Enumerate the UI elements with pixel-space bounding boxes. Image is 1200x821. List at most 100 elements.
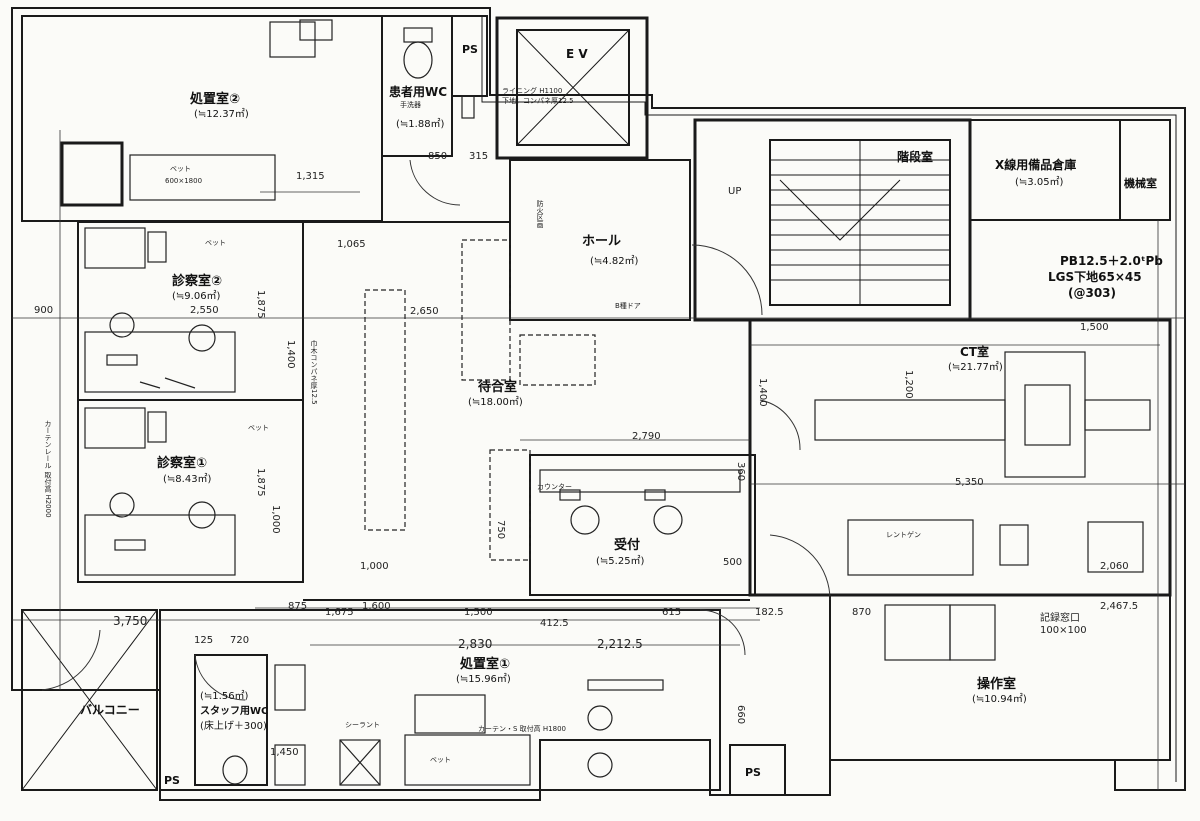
bed-label-exam2: ベット xyxy=(205,239,226,247)
dim-2467: 2,467.5 xyxy=(1100,601,1139,612)
room-reception-name: 受付 xyxy=(614,538,641,553)
lining-note: ライニング H1100 xyxy=(502,87,563,95)
pb-note-line2: LGS下地65×45 xyxy=(1048,270,1142,284)
dim-1400: 1,400 xyxy=(757,378,768,407)
room-ps-top-name: PS xyxy=(462,43,478,56)
dim-1450: 1,450 xyxy=(270,747,299,758)
dim-2550: 2,550 xyxy=(190,305,219,316)
room-exam2-name: 診察室② xyxy=(172,274,223,289)
room-treatment2-area: (≒12.37㎡) xyxy=(194,109,249,120)
dim-1000: 1,000 xyxy=(270,505,281,534)
dim-660: 660 xyxy=(735,705,746,725)
dim-412: 412.5 xyxy=(540,618,569,629)
dim-1065: 1,065 xyxy=(337,239,366,250)
bed-label-exam1: ベット xyxy=(248,424,269,432)
wall-machine xyxy=(1119,119,1171,221)
room-exam1-area: (≒8.43㎡) xyxy=(163,474,212,485)
stairs-up-label: UP xyxy=(728,186,742,197)
wall-ev-inner xyxy=(516,29,630,146)
dim-1315: 1,315 xyxy=(296,171,325,182)
wall-ev xyxy=(495,16,649,160)
wall-treatment1 xyxy=(159,609,721,791)
balcony-cross xyxy=(21,609,158,791)
ev-cross xyxy=(516,29,630,146)
dim-2790: 2,790 xyxy=(632,431,661,442)
room-staff-wc-note: (床上げ＋300) xyxy=(200,721,267,732)
partition-label: B種ドア xyxy=(615,302,641,310)
room-control-area: (≒10.94㎡) xyxy=(972,694,1027,705)
room-ps-bottom-name: PS xyxy=(745,766,761,779)
dim-1675: 1,675 xyxy=(325,607,354,618)
dim-3750: 3,750 xyxy=(113,614,148,628)
room-patient-wc-name: 患者用WC xyxy=(389,85,448,99)
room-ev-name: E V xyxy=(566,47,588,61)
dim-1200: 1,200 xyxy=(903,370,914,399)
dim-1500: 1,500 xyxy=(1080,322,1109,333)
wall-balcony xyxy=(21,609,158,791)
dim-1500b: 1,500 xyxy=(464,607,493,618)
bed-label-treatment1: ベット xyxy=(430,756,451,764)
wall-control xyxy=(829,594,1171,761)
bed-size-treatment2: 600×1800 xyxy=(165,177,203,185)
room-reception-area: (≒5.25㎡) xyxy=(596,556,645,567)
room-waiting-name: 待合室 xyxy=(478,380,518,395)
room-treatment2-name: 処置室② xyxy=(190,92,241,107)
room-ps-bottom-left-name: PS xyxy=(164,774,180,787)
pb-note-line3: (@303) xyxy=(1068,286,1117,300)
lining-sub-note: 下地：コンパネ厚12.5 xyxy=(502,97,574,105)
ct-device-label: レントゲン xyxy=(886,531,921,539)
dim-720: 720 xyxy=(230,635,250,646)
sink-note: 手洗器 xyxy=(400,101,421,109)
pb-note-line1: PB12.5＋2.0ᵗPb xyxy=(1060,254,1163,268)
wall-vertical-note: 巾木コンパネ厚12.5 xyxy=(310,340,318,405)
dim-1000b: 1,000 xyxy=(360,561,389,572)
wall-staff-wc xyxy=(194,654,268,786)
curtain-note: カーテン・S 取付高 H1800 xyxy=(478,725,566,733)
dim-1875a: 1,875 xyxy=(255,290,266,319)
record-window-size: 100×100 xyxy=(1040,625,1087,636)
room-ct-area: (≒21.77㎡) xyxy=(948,362,1003,373)
bed-label-treatment2: ベット xyxy=(170,165,191,173)
room-staff-wc-area: (≒1.56㎡) xyxy=(200,691,249,702)
room-balcony-name: バルコニー xyxy=(80,703,140,717)
room-treatment1-area: (≒15.96㎡) xyxy=(456,674,511,685)
room-patient-wc-area: (≒1.88㎡) xyxy=(396,119,445,130)
dim-500: 500 xyxy=(723,557,743,568)
dim-182: 182.5 xyxy=(755,607,784,618)
room-control-name: 操作室 xyxy=(977,677,1017,692)
wall-exam1 xyxy=(77,399,304,583)
room-waiting-area: (≒18.00㎡) xyxy=(468,397,523,408)
wall-ps-bottom xyxy=(729,744,786,796)
room-exam1-name: 診察室① xyxy=(157,456,208,471)
record-window-label: 記録窓口 xyxy=(1040,613,1080,624)
dim-2212: 2,212.5 xyxy=(597,637,643,651)
wall-waiting xyxy=(303,221,750,601)
dim-5350: 5,350 xyxy=(955,477,984,488)
dim-615: 615 xyxy=(662,607,682,618)
dim-315: 315 xyxy=(469,151,489,162)
dim-1875b: 1,875 xyxy=(255,468,266,497)
dim-360: 360 xyxy=(735,462,746,482)
room-stairs-name: 階段室 xyxy=(897,150,934,164)
room-xray-storage-name: X線用備品倉庫 xyxy=(995,158,1077,172)
dim-850: 850 xyxy=(428,151,448,162)
dim-1400b: 1,400 xyxy=(285,340,296,369)
dim-750: 750 xyxy=(495,520,506,540)
room-hall-area: (≒4.82㎡) xyxy=(590,256,639,267)
dim-900: 900 xyxy=(34,305,54,316)
dim-1600: 1,600 xyxy=(362,601,391,612)
room-xray-storage-area: (≒3.05㎡) xyxy=(1015,177,1064,188)
dim-2060: 2,060 xyxy=(1100,561,1129,572)
room-treatment1-name: 処置室① xyxy=(460,657,511,672)
room-machine-name: 機械室 xyxy=(1124,177,1157,190)
room-exam2-area: (≒9.06㎡) xyxy=(172,291,221,302)
dim-125: 125 xyxy=(194,635,214,646)
dim-870: 870 xyxy=(852,607,872,618)
dim-2830: 2,830 xyxy=(458,637,493,651)
left-vertical-note: カーテンレール 取付高 H2000 xyxy=(44,420,52,518)
shelf-label: シーラント xyxy=(345,721,380,729)
wall-shaft-left xyxy=(60,141,124,207)
room-ct-name: CT室 xyxy=(960,345,989,359)
